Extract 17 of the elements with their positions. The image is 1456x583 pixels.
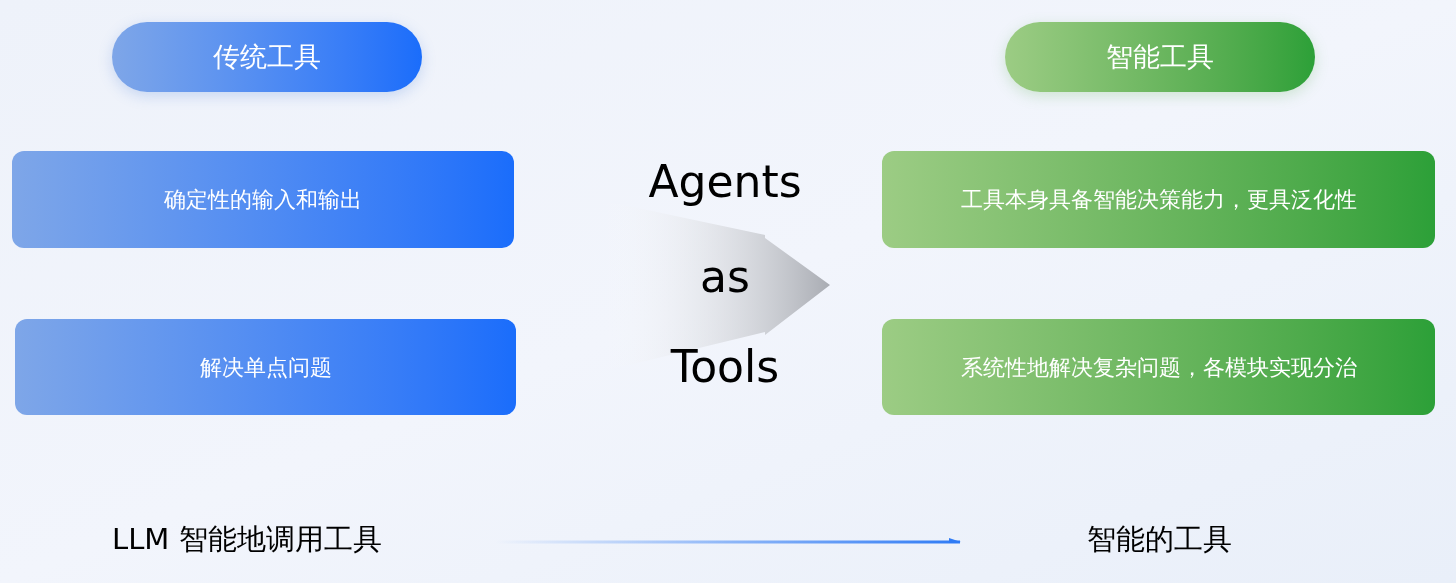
node-text: 解决单点问题 [199,353,332,382]
node-text: 智能的工具 [1087,521,1232,559]
feature-box [12,151,514,248]
node-text: 传统工具 [213,39,321,74]
title-word: as [699,255,751,299]
title-word: Tools [669,345,781,389]
node-text: 确定性的输入和输出 [164,186,362,214]
heading-pill [1005,22,1315,92]
heading-pill [112,22,422,92]
feature-box [882,319,1435,415]
node-text: 智能工具 [1106,39,1214,74]
feature-box [15,319,516,415]
node-text: 工具本身具备智能决策能力，更具泛化性 [960,186,1357,214]
title-word: Agents [647,160,803,204]
node-text: 系统性地解决复杂问题，各模块实现分治 [960,353,1357,382]
node-text: LLM 智能地调用工具 [112,521,382,559]
feature-box [882,151,1435,248]
